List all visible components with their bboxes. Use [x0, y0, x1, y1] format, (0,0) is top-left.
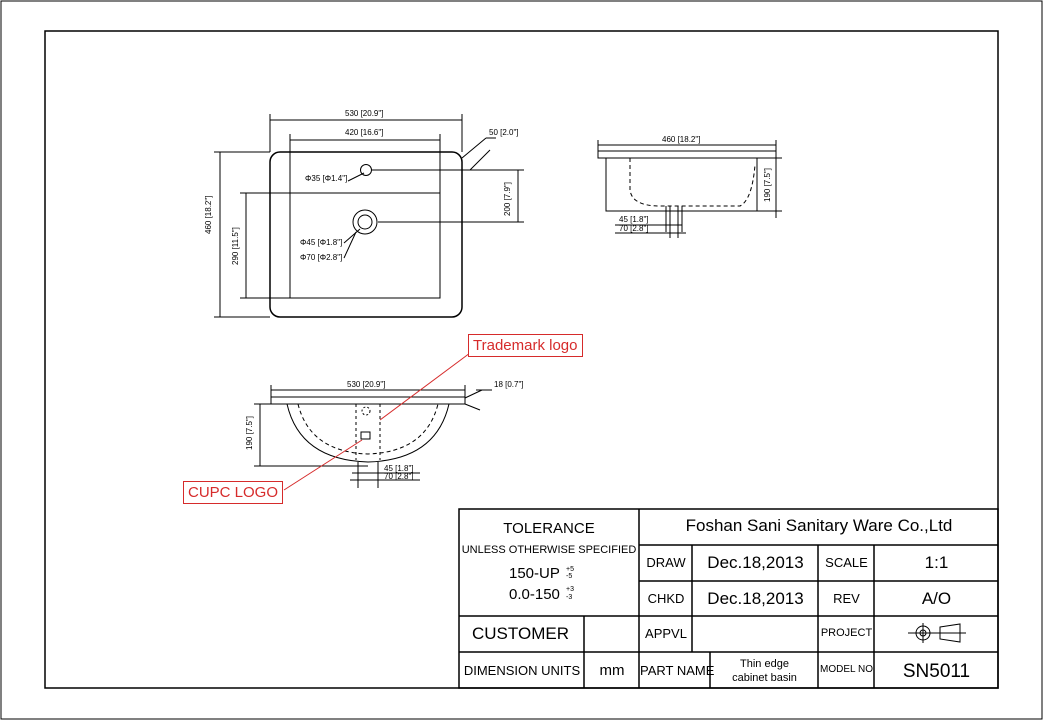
tolerance-row-2-plus: +3	[566, 586, 574, 593]
dim-top-width-overall: 530 [20.9"]	[345, 109, 384, 118]
dimension-units-value: mm	[599, 662, 625, 679]
tolerance-row-1: 150-UP	[509, 565, 560, 582]
faucet-hole	[360, 164, 372, 176]
title-block	[458, 508, 999, 689]
rev-value: A/O	[921, 589, 952, 608]
dim-top-height-overall: 460 [18.2"]	[204, 195, 213, 234]
top-view	[214, 114, 524, 318]
draw-date: Dec.18,2013	[707, 553, 804, 572]
company-name: Foshan Sani Sanitary Ware Co.,Ltd	[685, 516, 953, 535]
dim-faucet-hole: Φ35 [Φ1.4"]	[305, 174, 348, 183]
dim-top-height-inner: 290 [11.5"]	[231, 227, 240, 265]
front-rim	[270, 396, 466, 405]
bowl-outline	[289, 192, 441, 299]
chkd-label: CHKD	[647, 591, 685, 606]
side-body	[605, 158, 758, 212]
front-view	[254, 352, 492, 491]
draw-label: DRAW	[646, 555, 686, 570]
dim-top-rim-offset: 50 [2.0"]	[489, 128, 519, 137]
basin-outline	[269, 151, 463, 318]
front-bowl	[286, 403, 450, 463]
part-name-line-1: Thin edge	[740, 658, 789, 670]
side-rim	[597, 150, 777, 159]
dim-drain-outer: Φ70 [Φ2.8"]	[300, 253, 343, 262]
scale-label: SCALE	[825, 555, 868, 570]
tolerance-note: UNLESS OTHERWISE SPECIFIED	[461, 544, 637, 556]
chkd-date: Dec.18,2013	[707, 589, 804, 608]
dimension-units-label: DIMENSION UNITS	[463, 663, 581, 678]
model-no-label: MODEL NO	[820, 664, 873, 675]
tolerance-row-2: 0.0-150	[509, 586, 560, 603]
drain-hole-inner	[357, 214, 373, 230]
cupc-logo-callout: CUPC LOGO	[183, 481, 284, 504]
projection-symbol	[908, 623, 966, 643]
dim-front-length: 530 [20.9"]	[347, 380, 386, 389]
dim-side-drain-inner: 45 [1.8"]	[619, 215, 649, 224]
dim-side-length: 460 [18.2"]	[662, 135, 701, 144]
part-name-label: PART NAME	[640, 663, 715, 678]
tolerance-row-1-plus: +5	[566, 566, 574, 573]
side-view	[597, 140, 782, 238]
dim-top-width-inner: 420 [16.6"]	[345, 128, 384, 137]
dim-side-drain-outer: 70 [2.8"]	[619, 224, 649, 233]
rev-label: REV	[833, 591, 860, 606]
customer-label: CUSTOMER	[472, 624, 569, 643]
dim-front-drain-inner: 45 [1.8"]	[384, 464, 414, 473]
tolerance-row-2-minus: -3	[566, 594, 573, 601]
side-bowl-hidden	[629, 158, 756, 207]
dim-side-depth: 190 [7.5"]	[763, 168, 772, 202]
appvl-label: APPVL	[645, 626, 687, 641]
dim-drain-inner: Φ45 [Φ1.8"]	[300, 238, 343, 247]
dim-front-rim: 18 [0.7"]	[494, 380, 524, 389]
part-name-line-2: cabinet basin	[732, 672, 797, 684]
tolerance-row-1-minus: -5	[566, 573, 573, 580]
tolerance-title: TOLERANCE	[503, 520, 595, 537]
dim-front-drain-outer: 70 [2.8"]	[384, 472, 414, 481]
drain-hole-outer	[352, 209, 378, 235]
side-drain	[665, 206, 683, 238]
dim-top-hole-distance: 200 [7.9"]	[503, 182, 512, 216]
trademark-logo-callout: Trademark logo	[468, 334, 583, 357]
model-no-value: SN5011	[902, 661, 971, 682]
dim-front-depth: 190 [7.5"]	[245, 416, 254, 450]
project-label: PROJECT	[820, 627, 873, 639]
scale-value: 1:1	[924, 553, 949, 572]
front-bowl-hidden	[297, 403, 439, 455]
